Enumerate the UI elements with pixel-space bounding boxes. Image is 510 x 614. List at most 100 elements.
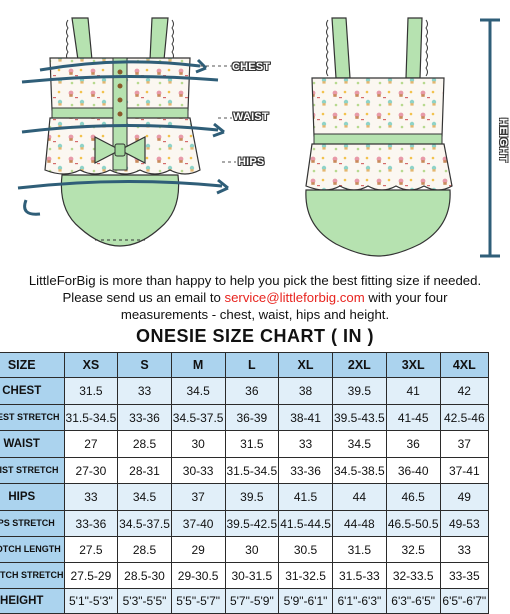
table-cell: 33 [439, 536, 490, 563]
table-cell: 30 [224, 536, 280, 563]
table-cell: 33 [278, 430, 333, 458]
table-cell: 41.5 [278, 483, 333, 511]
table-cell: 36-40 [385, 457, 441, 484]
chest-label: CHEST [232, 61, 271, 73]
table-cell: 31.5-34.5 [224, 457, 280, 484]
height-label: HEIGHT [497, 118, 509, 163]
row-label-text: HEIGHT [0, 595, 44, 607]
table-cell: 41 [385, 377, 441, 405]
message-line-1: LittleForBig is more than happy to help … [28, 273, 482, 288]
front-onesie [17, 17, 236, 247]
table-cell: 33-36 [117, 404, 172, 431]
column-header: SIZE [0, 352, 65, 378]
row-label: CHEST STRETCH [0, 404, 65, 431]
waist-label: WAIST [233, 111, 269, 123]
table-cell: 31.5-33 [331, 562, 387, 589]
table-cell: 37-40 [170, 510, 226, 537]
table-cell: 44 [331, 483, 387, 511]
table-cell: 33 [117, 377, 172, 405]
table-row: WAIST STRETCH27-3028-3130-3331.5-34.533-… [0, 457, 490, 484]
table-cell: 30.5 [278, 536, 333, 563]
table-cell: 27.5-29 [63, 562, 119, 589]
table-cell: 32.5 [385, 536, 441, 563]
row-label-text: WAIST [3, 438, 40, 450]
table-cell: 37-41 [439, 457, 490, 484]
column-header: XL [278, 352, 333, 378]
row-label: CROTCH STRETCH [0, 562, 65, 589]
row-label: CHEST [0, 377, 65, 405]
table-cell: 34.5-37.5 [170, 404, 226, 431]
table-cell: 5'3"-5'5" [117, 588, 172, 614]
table-cell: 34.5 [117, 483, 172, 511]
table-cell: 42 [439, 377, 490, 405]
table-cell: 46.5 [385, 483, 441, 511]
table-cell: 34.5-37.5 [117, 510, 172, 537]
row-label: HEIGHT [0, 588, 65, 614]
table-cell: 33-36 [278, 457, 333, 484]
row-label: WAIST STRETCH [0, 457, 65, 484]
table-cell: 39.5-42.5 [224, 510, 280, 537]
table-row: CHEST STRETCH31.5-34.533-3634.5-37.536-3… [0, 404, 490, 431]
row-label-text: WAIST STRETCH [0, 465, 59, 475]
table-cell: 28.5-30 [117, 562, 172, 589]
help-message: LittleForBig is more than happy to help … [0, 272, 510, 323]
table-row: HEIGHT 5'1"-5'3"5'3"-5'5"5'5"-5'7"5'7"-5'… [0, 588, 490, 614]
table-cell: 37 [170, 483, 226, 511]
onesie-drawings [17, 17, 500, 258]
table-cell: 31-32.5 [278, 562, 333, 589]
table-cell: 5'7"-5'9" [224, 588, 280, 614]
table-cell: 34.5 [170, 377, 226, 405]
column-header: 3XL [385, 352, 441, 378]
table-cell: 33-36 [63, 510, 119, 537]
table-row: HIPS STRETCH 33-3634.5-37.537-4039.5-42.5… [0, 510, 490, 537]
row-label-text: CROTCH LENGTH [0, 544, 61, 554]
table-cell: 27.5 [63, 536, 119, 563]
table-cell: 38-41 [278, 404, 333, 431]
table-row: CROTCH STRETCH27.5-2928.5-3029-30.530-31… [0, 562, 490, 589]
table-cell: 34.5-38.5 [331, 457, 387, 484]
row-label: WAIST [0, 430, 65, 458]
table-cell: 49 [439, 483, 490, 511]
size-chart-title: ONESIE SIZE CHART ( IN ) [135, 326, 374, 346]
table-cell: 5'9"-6'1" [278, 588, 333, 614]
table-cell: 33-35 [439, 562, 490, 589]
table-cell: 31.5 [331, 536, 387, 563]
table-cell: 31.5 [63, 377, 119, 405]
table-cell: 38 [278, 377, 333, 405]
table-cell: 42.5-46 [439, 404, 490, 431]
column-header: 4XL [439, 352, 490, 378]
support-email-link[interactable]: service@littleforbig.com [224, 290, 365, 305]
table-cell: 39.5 [224, 483, 280, 511]
hips-label: HIPS [238, 156, 265, 168]
column-header: 2XL [331, 352, 387, 378]
row-label-text: CHEST [2, 385, 42, 397]
column-header: L [224, 352, 280, 378]
row-label: HIPS STRETCH [0, 510, 65, 537]
table-cell: 6'5"-6'7" [439, 588, 490, 614]
table-cell: 29 [170, 536, 226, 563]
row-label-text: HIPS STRETCH [0, 518, 55, 528]
row-label-text: CROTCH STRETCH [0, 570, 64, 580]
table-cell: 34.5 [331, 430, 387, 458]
table-cell: 5'5"-5'7" [170, 588, 226, 614]
row-label-text: HIPS [8, 491, 36, 503]
table-cell: 31.5 [224, 430, 280, 458]
message-line-2-post: with your four [368, 290, 448, 305]
table-cell: 30-31.5 [224, 562, 280, 589]
column-header: M [170, 352, 226, 378]
row-label: CROTCH LENGTH [0, 536, 65, 563]
product-illustration: CHEST WAIST HIPS HEIGHT [0, 0, 510, 268]
message-line-2-pre: Please send us an email to [62, 290, 221, 305]
table-cell: 5'1"-5'3" [63, 588, 119, 614]
table-cell: 29-30.5 [170, 562, 226, 589]
table-cell: 36-39 [224, 404, 280, 431]
table-cell: 32-33.5 [385, 562, 441, 589]
table-cell: 37 [439, 430, 490, 458]
table-cell: 46.5-50.5 [385, 510, 441, 537]
